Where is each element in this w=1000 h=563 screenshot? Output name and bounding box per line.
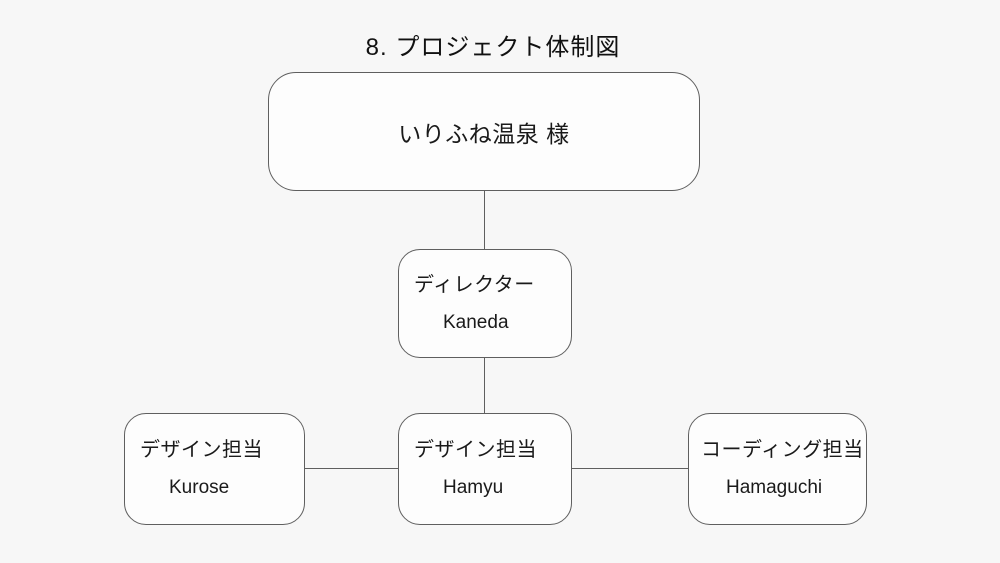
connector-director-member [484, 358, 485, 413]
member-name: Kurose [169, 477, 230, 498]
member-box-hamyu: デザイン担当 Hamyu [398, 413, 572, 525]
member-box-hamaguchi: コーディング担当 Hamaguchi [688, 413, 867, 525]
connector-client-director [484, 191, 485, 249]
member-role: コーディング担当 [701, 439, 864, 461]
member-box-kurose: デザイン担当 Kurose [124, 413, 305, 525]
client-box: いりふね温泉 様 [268, 72, 700, 191]
member-role: デザイン担当 [140, 439, 263, 461]
director-box: ディレクター Kaneda [398, 249, 572, 358]
client-name: いりふね温泉 様 [398, 120, 570, 147]
member-role: デザイン担当 [414, 439, 537, 461]
member-name: Hamaguchi [726, 477, 823, 498]
member-name: Hamyu [443, 477, 504, 498]
director-role: ディレクター [414, 273, 535, 296]
connector-kurose-hamyu [305, 468, 398, 469]
page-title: 8. プロジェクト体制図 [365, 34, 621, 61]
connector-hamyu-hamaguchi [572, 468, 688, 469]
director-name: Kaneda [443, 311, 509, 333]
